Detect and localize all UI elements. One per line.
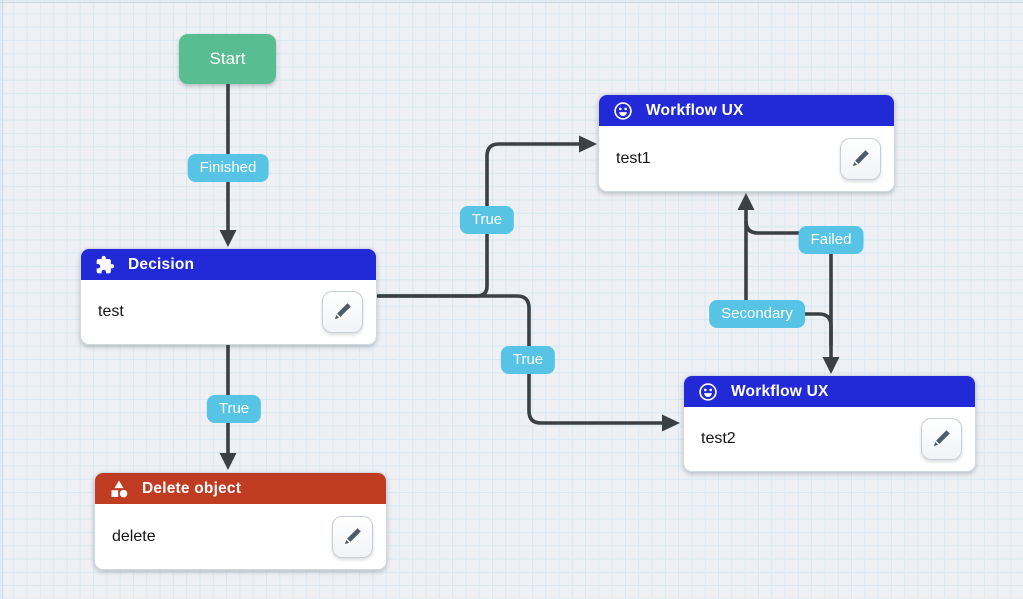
edit-button[interactable] — [322, 291, 363, 333]
node-start[interactable]: Start — [179, 34, 276, 84]
start-label: Start — [209, 49, 246, 68]
node-delete-object[interactable]: Delete object delete — [94, 472, 387, 570]
edge-label-finished: Finished — [187, 154, 269, 182]
smiley-face-icon — [613, 101, 633, 121]
node-delete-body: delete — [95, 504, 386, 569]
node-workflow2-header: Workflow UX — [684, 376, 975, 407]
node-decision-body: test — [81, 280, 376, 344]
pencil-icon — [931, 427, 953, 452]
arrowhead-into-workflow1-left — [579, 135, 597, 153]
shapes-icon — [109, 479, 129, 499]
node-decision[interactable]: Decision test — [80, 248, 377, 345]
node-instance-name: test2 — [701, 430, 736, 447]
edit-button[interactable] — [332, 516, 373, 558]
node-instance-name: test — [98, 303, 124, 320]
node-title: Decision — [128, 255, 195, 273]
edge-label-secondary: Secondary — [709, 300, 805, 328]
edit-button[interactable] — [921, 418, 962, 460]
node-delete-header: Delete object — [95, 473, 386, 504]
edge-label-true-upper: True — [459, 206, 515, 234]
smiley-face-icon — [698, 382, 718, 402]
edge-secondary-horizontal — [746, 312, 833, 345]
node-workflow-ux-2[interactable]: Workflow UX test2 — [683, 375, 976, 472]
node-workflow1-header: Workflow UX — [599, 95, 894, 126]
arrowhead-into-workflow1-bottom — [737, 193, 755, 210]
node-instance-name: delete — [112, 527, 156, 545]
arrowhead-into-decision — [219, 230, 237, 247]
grid-origin-line-vertical — [2, 0, 3, 599]
puzzle-icon — [95, 255, 115, 275]
pencil-icon — [342, 525, 364, 550]
edge-label-true-delete: True — [206, 395, 262, 423]
node-workflow2-body: test2 — [684, 407, 975, 471]
node-title: Workflow UX — [731, 382, 829, 400]
edge-label-true-lower: True — [500, 346, 556, 374]
node-workflow1-body: test1 — [599, 126, 894, 191]
edge-label-failed: Failed — [798, 226, 864, 254]
pencil-icon — [332, 300, 354, 325]
node-title: Delete object — [142, 479, 242, 497]
arrowhead-into-workflow2-left — [662, 414, 680, 432]
arrowhead-into-delete — [219, 453, 237, 470]
arrowhead-into-workflow2-top — [822, 357, 840, 374]
node-workflow-ux-1[interactable]: Workflow UX test1 — [598, 94, 895, 192]
edit-button[interactable] — [840, 138, 881, 180]
node-instance-name: test1 — [616, 149, 651, 167]
node-decision-header: Decision — [81, 249, 376, 280]
grid-origin-line-horizontal — [0, 2, 1023, 3]
pencil-icon — [850, 147, 872, 172]
node-title: Workflow UX — [646, 101, 744, 119]
